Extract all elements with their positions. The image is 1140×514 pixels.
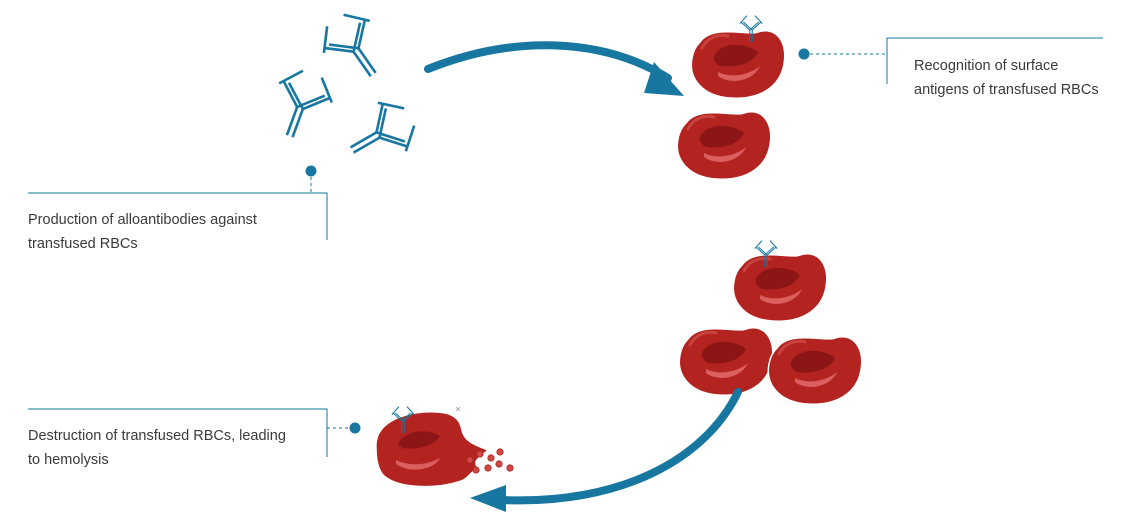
rbc-cluster-right	[677, 240, 864, 406]
callout-destruction	[28, 408, 361, 457]
red-blood-cell-icon	[375, 411, 490, 488]
step-label-destruction: Destruction of transfused RBCs, leading …	[28, 424, 286, 472]
curved-arrow-icon	[424, 41, 672, 82]
arrow-top	[424, 41, 684, 96]
antibody-icon	[336, 91, 425, 176]
arrowhead	[644, 62, 684, 96]
step-label-line: to hemolysis	[28, 452, 109, 468]
step-label-line: Production of alloantibodies against	[28, 212, 257, 228]
rbc-pair-top	[675, 15, 787, 181]
red-blood-cell-icon	[675, 110, 773, 181]
step-label-production: Production of alloantibodies against tra…	[28, 208, 257, 256]
callout-bracket	[28, 192, 328, 240]
red-blood-cell-icon	[766, 335, 864, 406]
callout-recognition	[798, 37, 1103, 84]
lysing-rbc	[375, 406, 514, 488]
red-blood-cell-icon	[677, 326, 775, 397]
callout-bracket	[886, 37, 1103, 84]
callout-bracket	[28, 408, 328, 457]
curved-arrow-icon	[498, 388, 742, 505]
step-label-line: Recognition of surface	[914, 58, 1059, 74]
step-label-line: transfused RBCs	[28, 236, 138, 252]
callout-production	[28, 165, 328, 240]
antibody-icon	[311, 3, 398, 92]
arrow-bottom	[470, 388, 742, 512]
antibody-cluster	[262, 3, 425, 176]
lysis-fragment-icon	[466, 448, 514, 474]
step-label-recognition: Recognition of surface antigens of trans…	[914, 54, 1099, 102]
callout-dot	[305, 165, 317, 177]
red-blood-cell-icon	[689, 29, 787, 100]
step-label-line: antigens of transfused RBCs	[914, 82, 1099, 98]
arrowhead	[470, 485, 506, 512]
step-label-line: Destruction of transfused RBCs, leading	[28, 428, 286, 444]
callout-dot	[349, 422, 361, 434]
red-blood-cell-icon	[731, 252, 829, 323]
antibody-icon	[262, 63, 340, 148]
callout-dot	[798, 48, 810, 60]
